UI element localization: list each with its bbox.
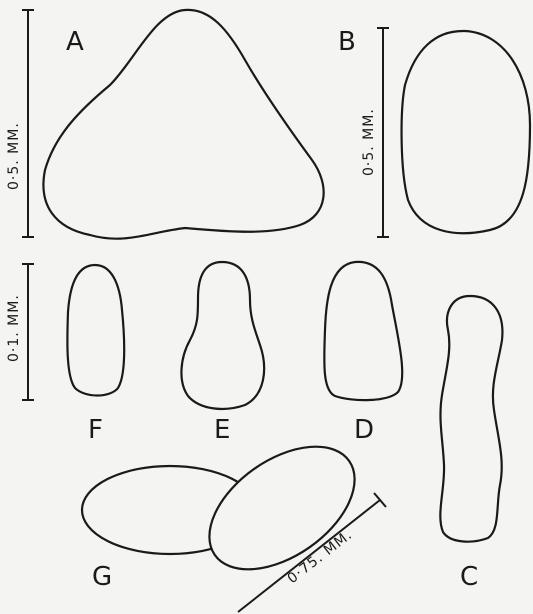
label-g: G [92,562,112,592]
shape-b-outline [402,31,530,233]
scale-label-b: 0·5. MM. [361,108,377,176]
label-e: E [214,415,230,445]
scale-bar-f: 0·1. MM. [6,264,34,400]
shape-f-outline [67,265,124,396]
shape-e-outline [181,262,264,409]
shape-g [82,422,377,595]
shape-g-right-outline [187,422,376,595]
scale-bar-g-end-tick [374,493,386,507]
label-b: B [338,27,356,57]
label-f: F [88,415,103,445]
scale-bar-a: 0·5. MM. [6,10,34,237]
scale-label-a: 0·5. MM. [6,122,22,190]
label-d: D [354,415,374,445]
shape-d-outline [324,262,402,400]
label-c: C [460,562,478,592]
shape-a-outline [43,10,323,239]
label-a: A [66,27,84,57]
scale-bar-b: 0·5. MM. [361,28,389,237]
shape-c-outline [440,296,502,542]
scale-label-f: 0·1. MM. [6,294,22,362]
